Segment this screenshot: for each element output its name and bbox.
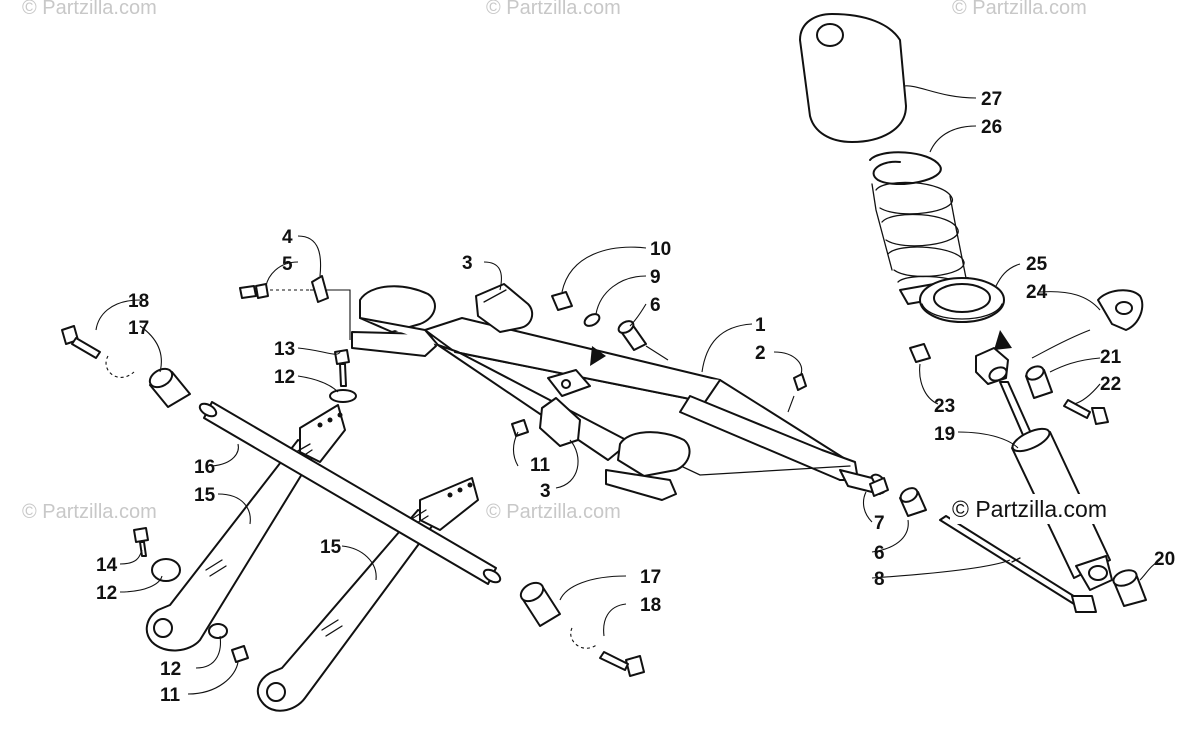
bushing-left xyxy=(148,367,191,408)
watermark: © Partzilla.com xyxy=(486,0,621,19)
callout-24: 24 xyxy=(1026,282,1048,303)
callout-6: 6 xyxy=(650,295,661,316)
callout-17: 17 xyxy=(640,567,661,588)
washer-12-top xyxy=(329,389,357,403)
washer-12-mid xyxy=(151,558,181,582)
slider-pad-lower xyxy=(539,397,581,447)
callout-9: 9 xyxy=(650,267,661,288)
bolt-right xyxy=(570,627,645,677)
callout-18: 18 xyxy=(128,291,149,312)
leader-lines xyxy=(95,85,1161,695)
screw-13 xyxy=(334,349,350,387)
callout-26: 26 xyxy=(981,117,1002,138)
slider-pad-upper xyxy=(475,283,534,333)
watermark-backdrop xyxy=(950,494,1136,524)
callout-3: 3 xyxy=(540,481,551,502)
watermark: © Partzilla.com xyxy=(952,496,1107,522)
retainer-24 xyxy=(1097,289,1144,331)
callout-18: 18 xyxy=(640,595,661,616)
spring-seat-25 xyxy=(919,277,1005,323)
watermark: © Partzilla.com xyxy=(22,501,157,523)
bolt-22 xyxy=(1063,399,1109,425)
callout-6: 6 xyxy=(874,543,885,564)
watermark: © Partzilla.com xyxy=(486,501,621,523)
callout-7: 7 xyxy=(874,513,885,534)
washer-12-low xyxy=(208,623,228,639)
bushing-6-upper xyxy=(617,320,669,361)
clip-4 xyxy=(311,275,329,303)
callout-27: 27 xyxy=(981,89,1002,110)
callout-11: 11 xyxy=(530,455,551,476)
callout-10: 10 xyxy=(650,239,671,260)
callout-13: 13 xyxy=(274,339,295,360)
front-arm-left xyxy=(145,404,346,652)
callout-3: 3 xyxy=(462,253,473,274)
pivot-block-upper xyxy=(351,285,439,357)
arrow-marker xyxy=(590,346,606,366)
bolt-left xyxy=(61,325,135,378)
nut-11-low xyxy=(231,645,249,663)
watermark: © Partzilla.com xyxy=(952,0,1087,19)
callout-23: 23 xyxy=(934,396,955,417)
callout-12: 12 xyxy=(160,659,181,680)
callout-11: 11 xyxy=(160,685,181,706)
callout-16: 16 xyxy=(194,457,215,478)
nut-23 xyxy=(909,343,931,363)
bushing-right xyxy=(519,581,561,627)
bushing-6-lower xyxy=(899,487,927,517)
cross-shaft xyxy=(198,401,502,585)
callout-labels: 4 5 3 10 9 6 1 2 18 17 13 12 11 3 16 15 … xyxy=(96,89,1175,706)
callout-21: 21 xyxy=(1100,347,1122,368)
nut-11-upper xyxy=(511,419,529,437)
bump-stop-27 xyxy=(799,13,907,143)
callout-12: 12 xyxy=(96,583,117,604)
spacer-21 xyxy=(1025,365,1053,399)
callout-1: 1 xyxy=(755,315,766,336)
pivot-block-lower xyxy=(605,431,691,501)
grease-fitting xyxy=(793,373,807,391)
callout-5: 5 xyxy=(282,254,293,275)
callout-8: 8 xyxy=(874,569,885,590)
shock-eye-upper xyxy=(975,347,1009,385)
washer-9 xyxy=(583,313,601,327)
callout-15: 15 xyxy=(320,537,342,558)
callout-20: 20 xyxy=(1154,549,1175,570)
front-arm-right xyxy=(256,477,479,712)
bushing-7 xyxy=(869,477,889,497)
callout-19: 19 xyxy=(934,424,955,445)
rear-arm-main xyxy=(424,317,887,495)
callout-2: 2 xyxy=(755,343,766,364)
arrow-marker xyxy=(994,330,1012,350)
callout-14: 14 xyxy=(96,555,118,576)
callout-12: 12 xyxy=(274,367,295,388)
callout-15: 15 xyxy=(194,485,216,506)
callout-22: 22 xyxy=(1100,374,1121,395)
bushing-20 xyxy=(1112,569,1147,607)
mount-bracket xyxy=(547,369,591,397)
watermark: © Partzilla.com xyxy=(22,0,157,19)
nut-10 xyxy=(551,291,573,311)
bolt-5 xyxy=(239,283,351,340)
callout-17: 17 xyxy=(128,318,149,339)
callout-4: 4 xyxy=(282,227,293,248)
callout-25: 25 xyxy=(1026,254,1048,275)
